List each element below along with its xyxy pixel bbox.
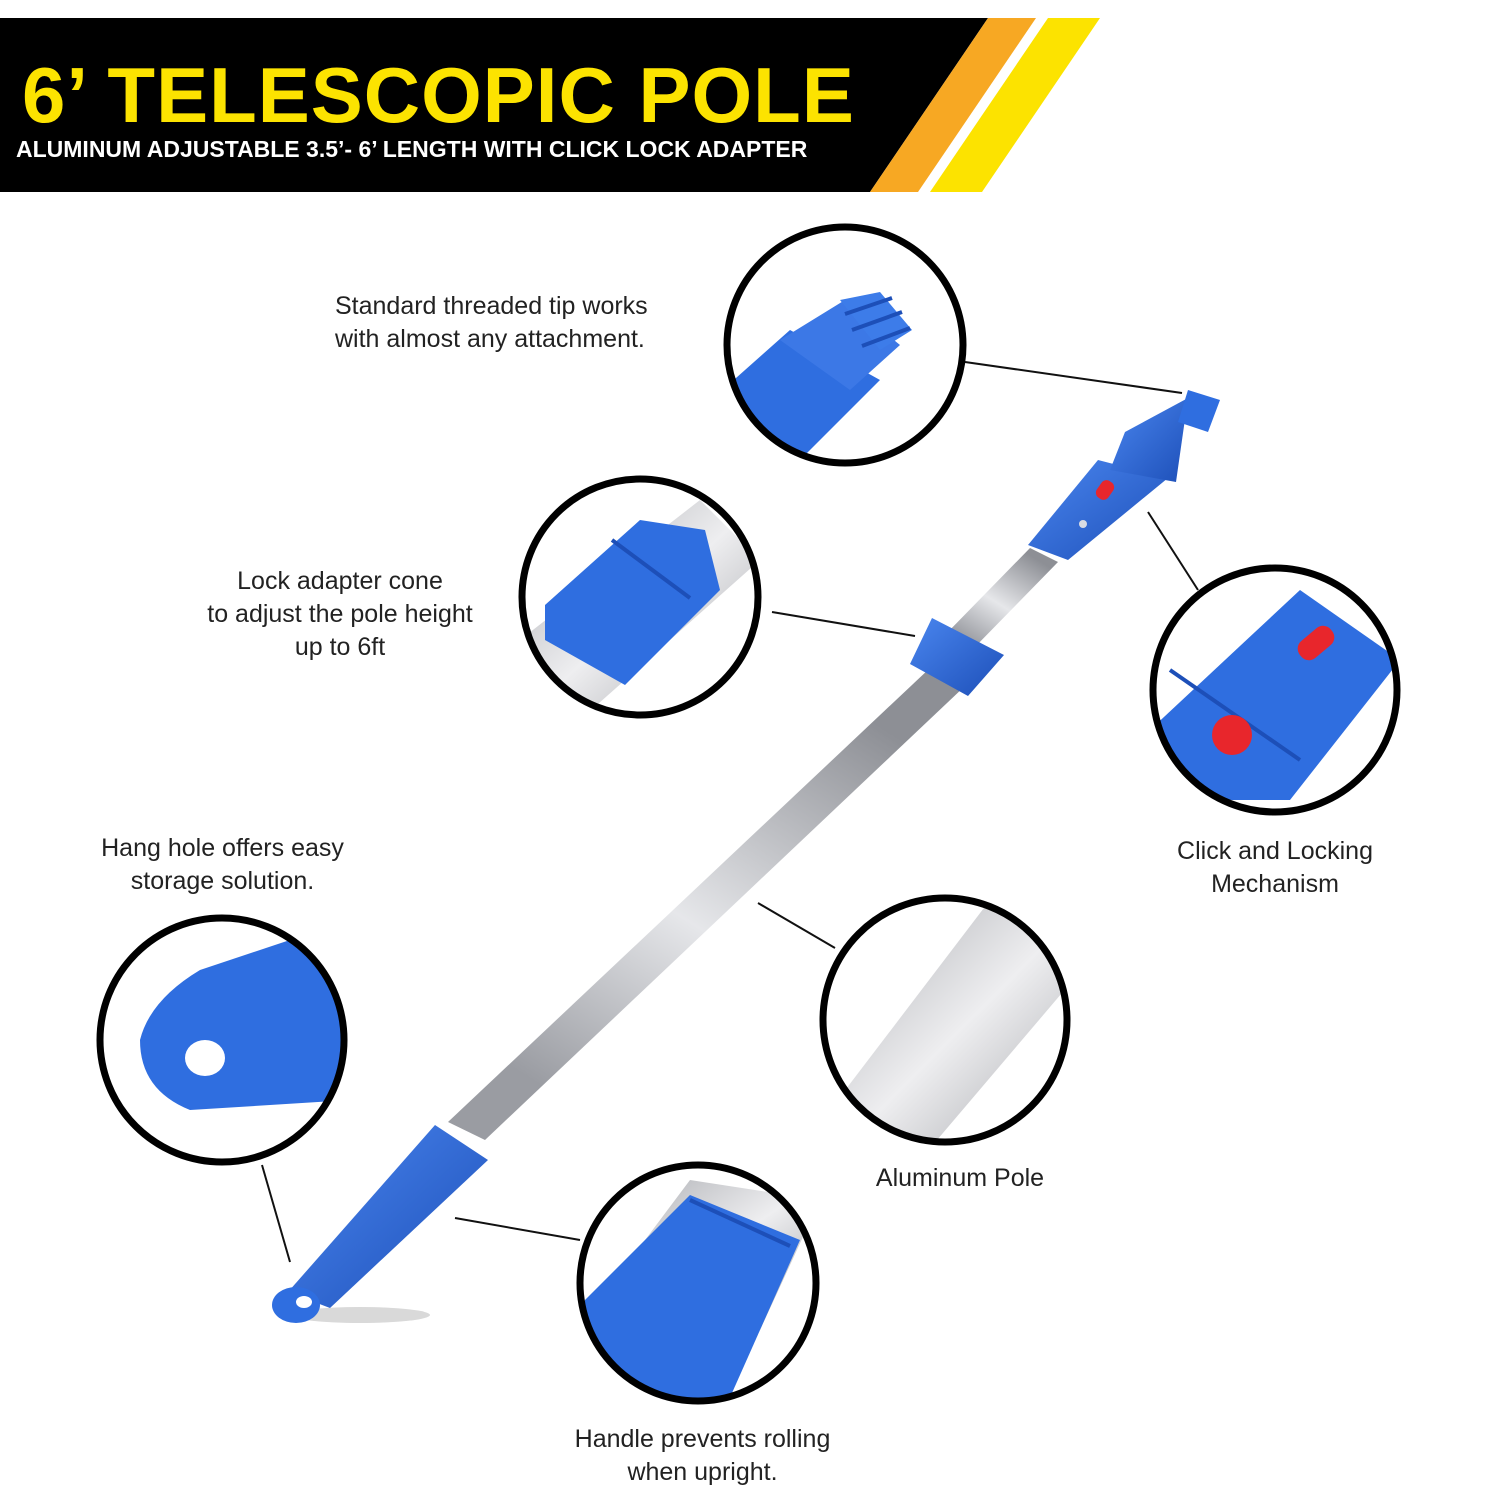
callout-line: Handle prevents rolling: [574, 1425, 831, 1453]
pole-shadow: [290, 1307, 430, 1323]
callout-line: storage solution.: [130, 867, 315, 895]
zoom-click-seam: [1168, 668, 1302, 762]
zoom-alu-ring: [819, 894, 1071, 1146]
callout-handle: Handle prevents rolling when upright.: [555, 1423, 850, 1489]
zoom-hang-hole-opening: [185, 1040, 225, 1076]
zoom-hang-ring: [96, 914, 348, 1166]
zoom-lock-adapter: [518, 475, 762, 719]
zoom-lock-cone: [545, 520, 720, 685]
zoom-tip-thread-line: [861, 326, 911, 348]
leader-line-handle: [454, 1217, 581, 1241]
zoom-handle-grip: [585, 1195, 800, 1401]
tip-collar: [1110, 398, 1188, 482]
page-subtitle: ALUMINUM ADJUSTABLE 3.5’- 6’ LENGTH WITH…: [16, 136, 808, 162]
leader-line-aluminum: [757, 902, 836, 949]
zoom-handle-ridge: [689, 1198, 791, 1248]
zoom-hang-hole: [96, 914, 348, 1166]
zoom-alu-tube: [830, 900, 1067, 1142]
handle-end-cap: [272, 1287, 320, 1323]
callout-line: Lock adapter cone: [237, 567, 443, 595]
lower-aluminum-tube: [448, 668, 965, 1140]
zoom-lock-ridge: [610, 538, 692, 600]
zoom-handle: [576, 1161, 820, 1405]
callout-line: Hang hole offers easy: [101, 834, 344, 862]
click-lock-section: [1028, 460, 1168, 560]
page-title: 6’ TELESCOPIC POLE: [22, 51, 855, 139]
callout-line: when upright.: [627, 1458, 778, 1486]
click-button-primary: [1095, 480, 1115, 500]
click-indicator-dot: [1079, 520, 1087, 528]
zoom-click-lock: [1149, 564, 1401, 816]
lock-adapter-cone: [910, 618, 1004, 696]
callout-line: Aluminum Pole: [875, 1164, 1045, 1192]
zoom-click-body: [1153, 590, 1397, 800]
zoom-click-button-round: [1212, 715, 1252, 755]
zoom-handle-ring: [576, 1161, 820, 1405]
handle-hang-hole: [296, 1296, 312, 1308]
callout-line: Click and Locking: [1177, 837, 1373, 865]
banner-yellow-stripe: [930, 18, 1100, 192]
banner-graphic: [0, 18, 1100, 192]
header-banner: 6’ TELESCOPIC POLE ALUMINUM ADJUSTABLE 3…: [0, 0, 1500, 200]
callout-line: to adjust the pole height: [207, 600, 473, 628]
zoom-click-ring: [1149, 564, 1401, 816]
zoom-tip-ring: [723, 223, 967, 467]
callout-line: Mechanism: [1211, 870, 1339, 898]
callout-hang-hole: Hang hole offers easy storage solution.: [85, 832, 360, 898]
upper-aluminum-tube: [944, 548, 1058, 650]
zoom-tip-thread-line: [844, 296, 893, 316]
callout-lock-adapter: Lock adapter cone to adjust the pole hei…: [190, 565, 490, 664]
leader-line-lock: [771, 611, 916, 637]
banner-orange-stripe: [870, 18, 1036, 192]
leader-line-click: [1147, 511, 1199, 591]
callout-line: with almost any attachment.: [335, 325, 645, 353]
leader-lines: [261, 361, 1199, 1263]
zoom-lock-ring: [518, 475, 762, 719]
threaded-tip: [1178, 390, 1220, 432]
callout-line: Standard threaded tip works: [335, 292, 648, 320]
zoom-tip-thread-line: [851, 310, 903, 332]
zoom-click-button-oval: [1297, 625, 1335, 661]
banner-black-panel: [0, 18, 988, 192]
zoom-aluminum: [819, 894, 1071, 1146]
pole-handle: [288, 1125, 488, 1308]
callout-threaded-tip: Standard threaded tip works with almost …: [335, 290, 648, 356]
leader-line-tip: [964, 361, 1183, 394]
callout-aluminum: Aluminum Pole: [860, 1162, 1060, 1195]
zoom-threaded-tip: [723, 223, 967, 467]
callout-click-lock: Click and Locking Mechanism: [1160, 835, 1390, 901]
leader-line-hang: [261, 1164, 291, 1263]
callout-line: up to 6ft: [294, 633, 386, 661]
telescopic-pole: [272, 390, 1220, 1323]
